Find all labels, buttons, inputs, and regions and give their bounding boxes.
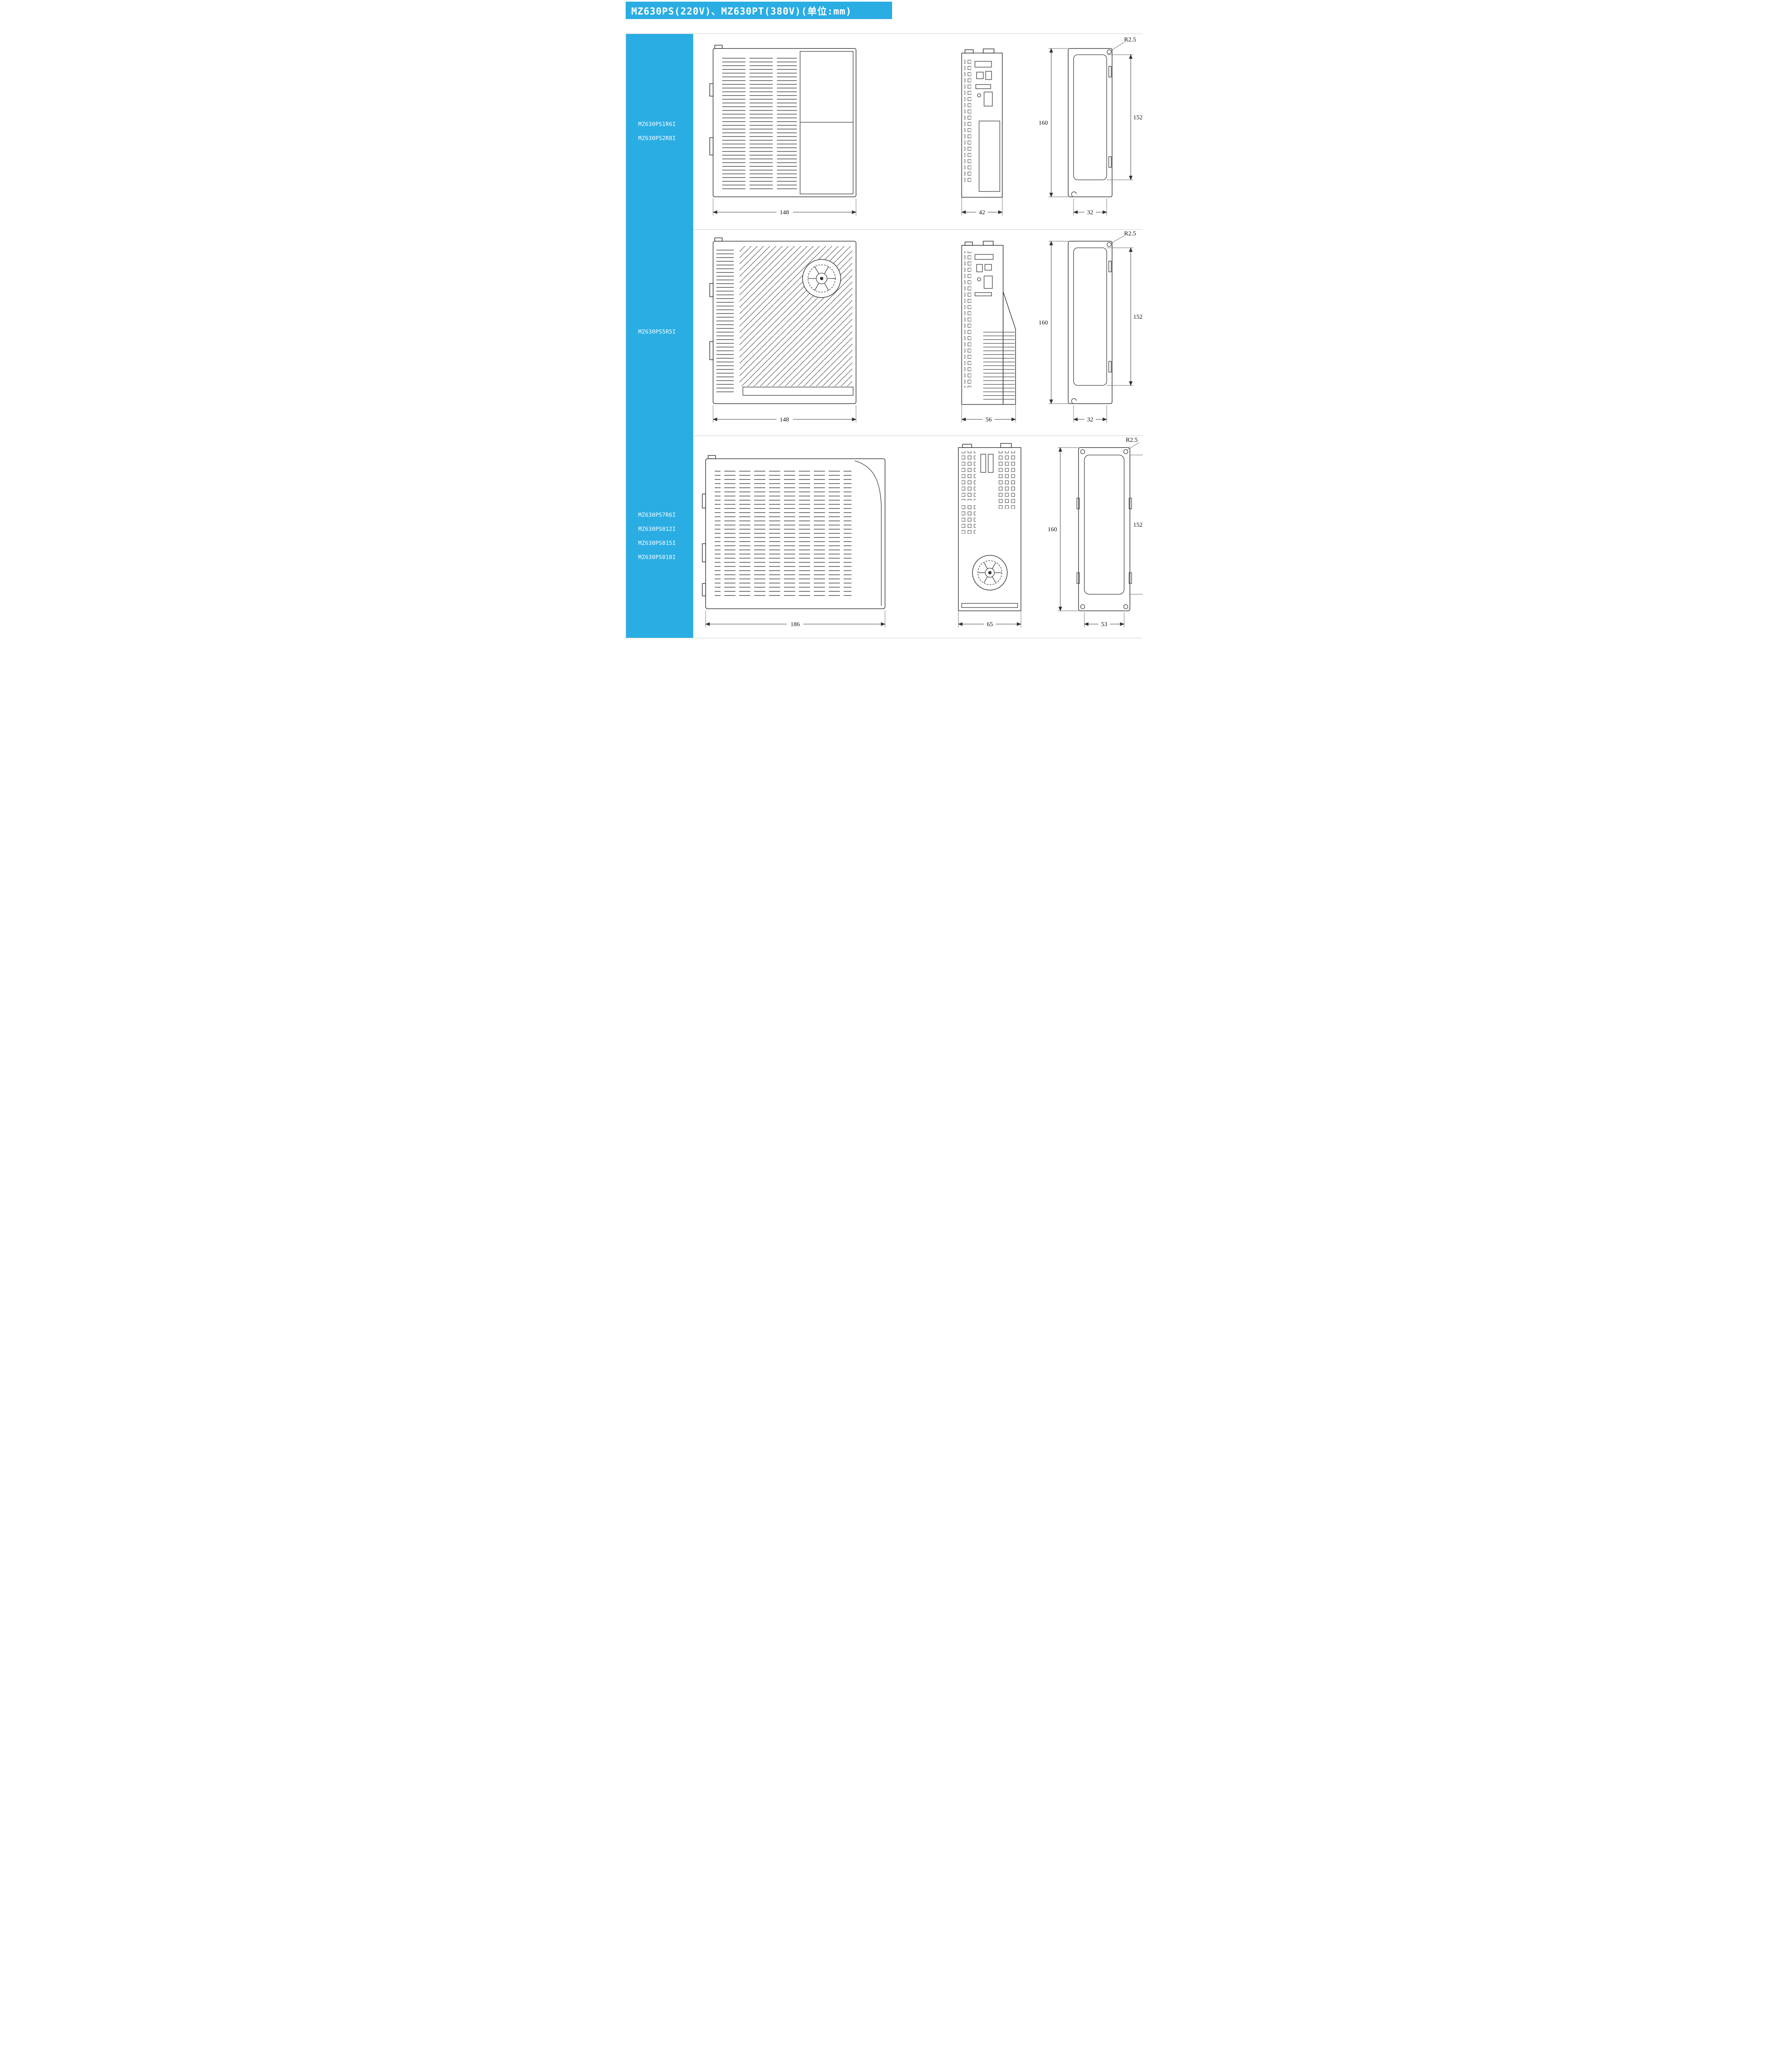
side-width-label: 42 xyxy=(979,209,985,216)
side-width-label: 65 xyxy=(987,621,993,628)
model-label: MZ630PS015I xyxy=(638,540,676,547)
front-width-dimension: 148 xyxy=(712,405,856,423)
radius-label: R2.5 xyxy=(1124,230,1136,237)
front-width-label: 186 xyxy=(790,621,800,628)
front-width-dimension: 186 xyxy=(705,610,885,628)
page-title: MZ630PS(220V)、MZ630PT(380V)(单位:mm) xyxy=(631,6,852,17)
drawing-row-3-canvas: 186 xyxy=(701,437,1143,628)
side-view-drawing xyxy=(961,241,1016,405)
page-title-bar: MZ630PS(220V)、MZ630PT(380V)(单位:mm) xyxy=(625,2,892,19)
corner-radius-callout: R2.5 xyxy=(1126,437,1139,450)
back-width-dimension: 32 xyxy=(1073,198,1107,216)
radius-label: R2.5 xyxy=(1126,437,1138,443)
height-dimension: 160 xyxy=(1047,447,1079,612)
back-width-label: 32 xyxy=(1087,416,1093,423)
drawing-table: MZ630PS1R6I MZ630PS2R8I MZ630PS5R5I MZ63… xyxy=(625,34,1143,638)
height-dimension: 160 xyxy=(1038,48,1068,198)
model-label: MZ630PS5R5I xyxy=(638,329,676,335)
side-width-dimension: 65 xyxy=(958,612,1021,628)
drawing-row-2: 148 xyxy=(693,229,1143,436)
front-view-drawing xyxy=(701,455,885,609)
model-group-2: MZ630PS5R5I xyxy=(626,229,693,436)
inner-height-label: 152 xyxy=(1133,314,1143,320)
side-view-drawing xyxy=(958,443,1021,611)
back-width-label: 53 xyxy=(1101,621,1107,628)
side-width-dimension: 56 xyxy=(961,405,1016,423)
back-view-drawing xyxy=(1076,447,1132,611)
back-width-dimension: 53 xyxy=(1084,612,1125,628)
model-label: MZ630PS1R6I xyxy=(638,121,676,128)
side-width-label: 56 xyxy=(985,416,992,423)
corner-radius-callout: R2.5 xyxy=(1110,36,1136,51)
drawing-row-1: 148 xyxy=(693,34,1143,229)
inner-height-dimension: 152 xyxy=(1129,455,1143,595)
back-view-drawing xyxy=(1067,241,1113,404)
model-label: MZ630PS018I xyxy=(638,554,676,561)
side-view-drawing xyxy=(961,48,1003,198)
side-width-dimension: 42 xyxy=(961,197,1003,216)
model-label: MZ630PS012I xyxy=(638,526,676,533)
model-group-1: MZ630PS1R6I MZ630PS2R8I xyxy=(626,34,693,229)
back-width-dimension: 32 xyxy=(1073,405,1107,423)
front-view-drawing xyxy=(709,237,856,404)
height-label: 160 xyxy=(1038,320,1048,326)
drawing-row-2-canvas: 148 xyxy=(709,230,1143,423)
inner-height-label: 152 xyxy=(1133,522,1143,528)
model-sidebar: MZ630PS1R6I MZ630PS2R8I MZ630PS5R5I MZ63… xyxy=(626,34,693,638)
height-label: 160 xyxy=(1038,120,1048,126)
page: MZ630PS(220V)、MZ630PT(380V)(单位:mm) MZ630… xyxy=(619,0,1149,644)
model-label: MZ630PS2R8I xyxy=(638,135,676,142)
model-group-3: MZ630PS7R6I MZ630PS012I MZ630PS015I MZ63… xyxy=(626,436,693,638)
drawing-rows: 148 xyxy=(693,34,1143,638)
inner-height-dimension: 152 xyxy=(1106,54,1143,181)
front-width-dimension: 148 xyxy=(712,198,856,216)
height-dimension: 160 xyxy=(1038,240,1068,404)
inner-height-dimension: 152 xyxy=(1106,247,1143,386)
drawing-row-3: 186 xyxy=(693,436,1143,638)
inner-height-label: 152 xyxy=(1133,114,1143,121)
height-label: 160 xyxy=(1047,526,1057,533)
corner-radius-callout: R2.5 xyxy=(1110,230,1136,244)
radius-label: R2.5 xyxy=(1124,36,1136,43)
model-label: MZ630PS7R6I xyxy=(638,512,676,518)
front-view-drawing xyxy=(709,45,856,197)
front-width-label: 148 xyxy=(779,209,789,216)
back-width-label: 32 xyxy=(1087,209,1093,216)
drawing-row-1-canvas: 148 xyxy=(709,36,1143,216)
back-view-drawing xyxy=(1067,48,1113,197)
front-width-label: 148 xyxy=(779,416,789,423)
